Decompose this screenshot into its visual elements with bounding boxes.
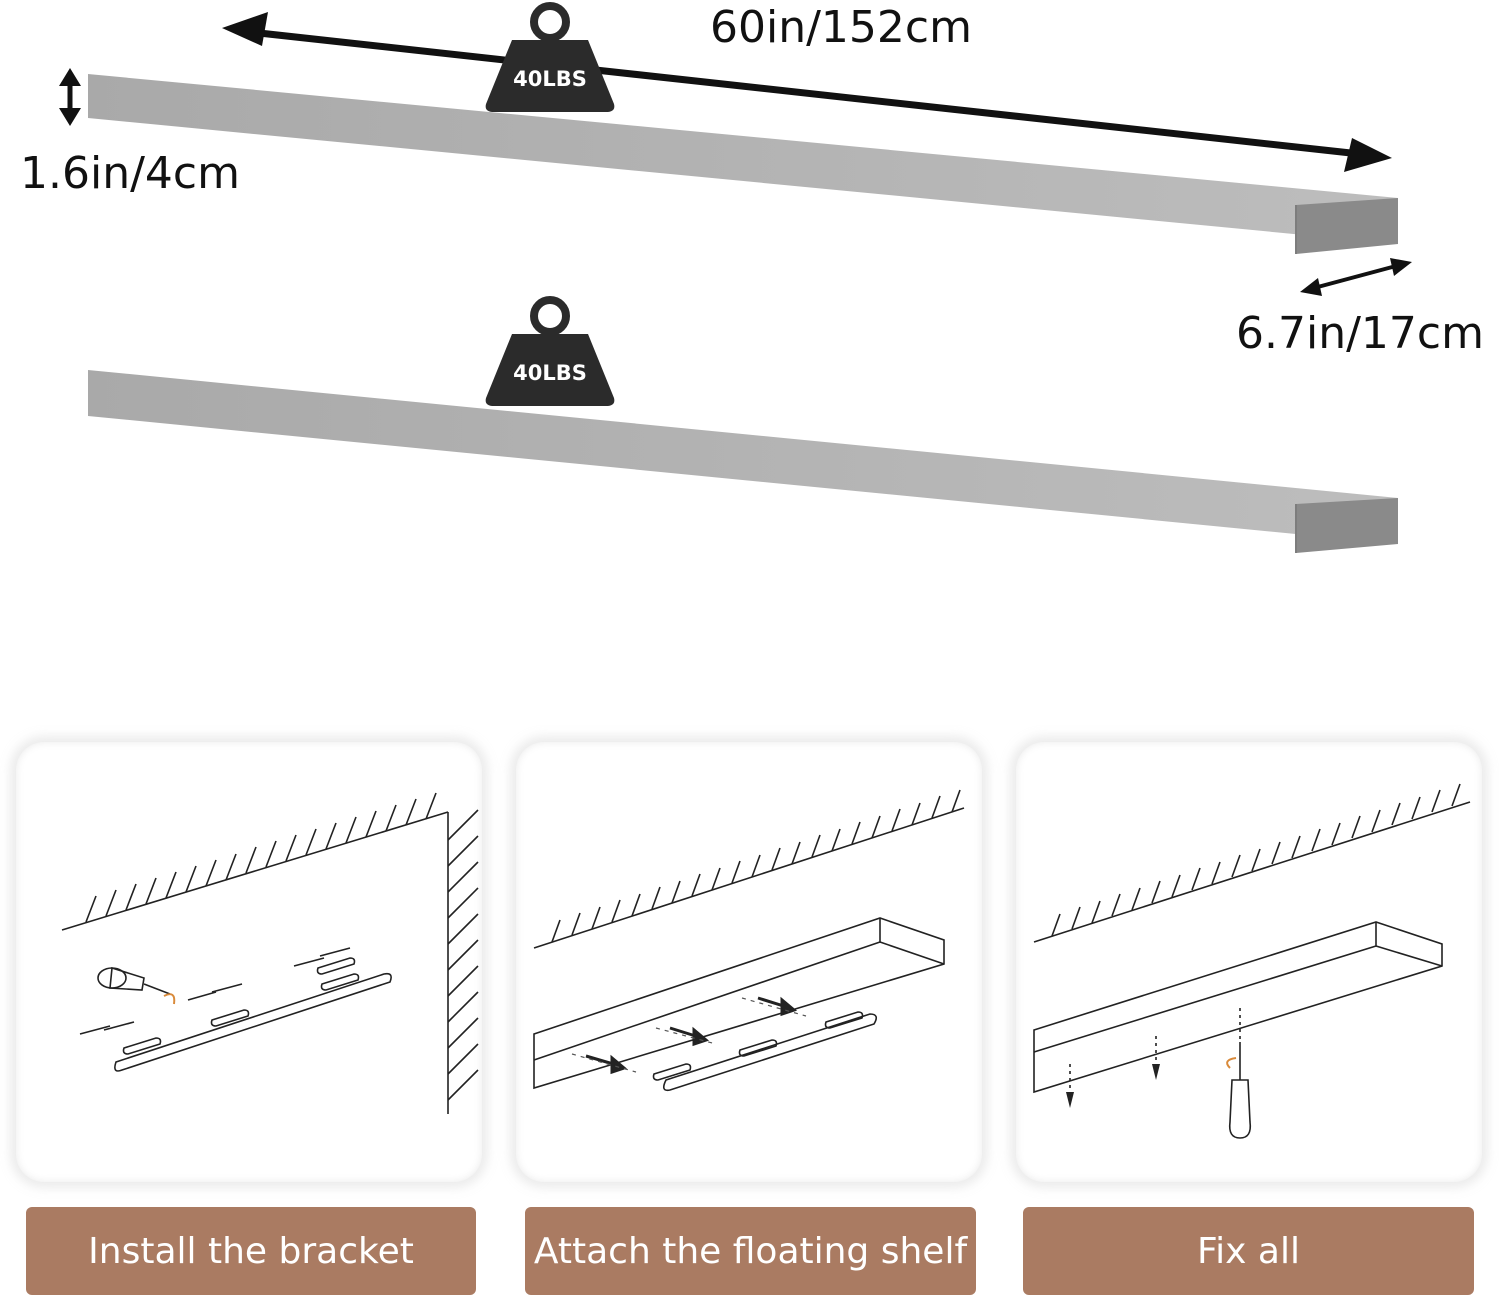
step-1-button[interactable]: Install the bracket (26, 1207, 476, 1295)
step-3-card (1016, 742, 1482, 1182)
shelf-2 (88, 370, 1398, 553)
weight-icon: 40LBS (485, 2, 615, 112)
depth-label: 6.7in/17cm (1236, 308, 1484, 359)
depth-arrow (1300, 258, 1412, 296)
attach-shelf-illustration (533, 789, 965, 1092)
length-label: 60in/152cm (710, 2, 972, 53)
height-label: 1.6in/4cm (20, 148, 240, 199)
shelf-dimension-diagram: 40LBS 40LBS (59, 2, 1412, 553)
step-2-button[interactable]: Attach the floating shelf (525, 1207, 976, 1295)
length-arrow (222, 12, 1392, 172)
install-bracket-illustration (61, 792, 479, 1114)
step-3-button[interactable]: Fix all (1023, 1207, 1474, 1295)
weight-icon: 40LBS (485, 296, 615, 406)
step-1-card (16, 742, 482, 1182)
step-3-label: Fix all (1197, 1230, 1300, 1272)
weight-label-1: 40LBS (513, 67, 587, 91)
step-1-label: Install the bracket (88, 1230, 414, 1272)
step-2-card (516, 742, 982, 1182)
step-2-label: Attach the floating shelf (533, 1230, 968, 1272)
shelf-1 (88, 74, 1398, 254)
weight-label-2: 40LBS (513, 361, 587, 385)
height-arrow (59, 68, 81, 126)
fix-all-illustration (1033, 783, 1471, 1139)
